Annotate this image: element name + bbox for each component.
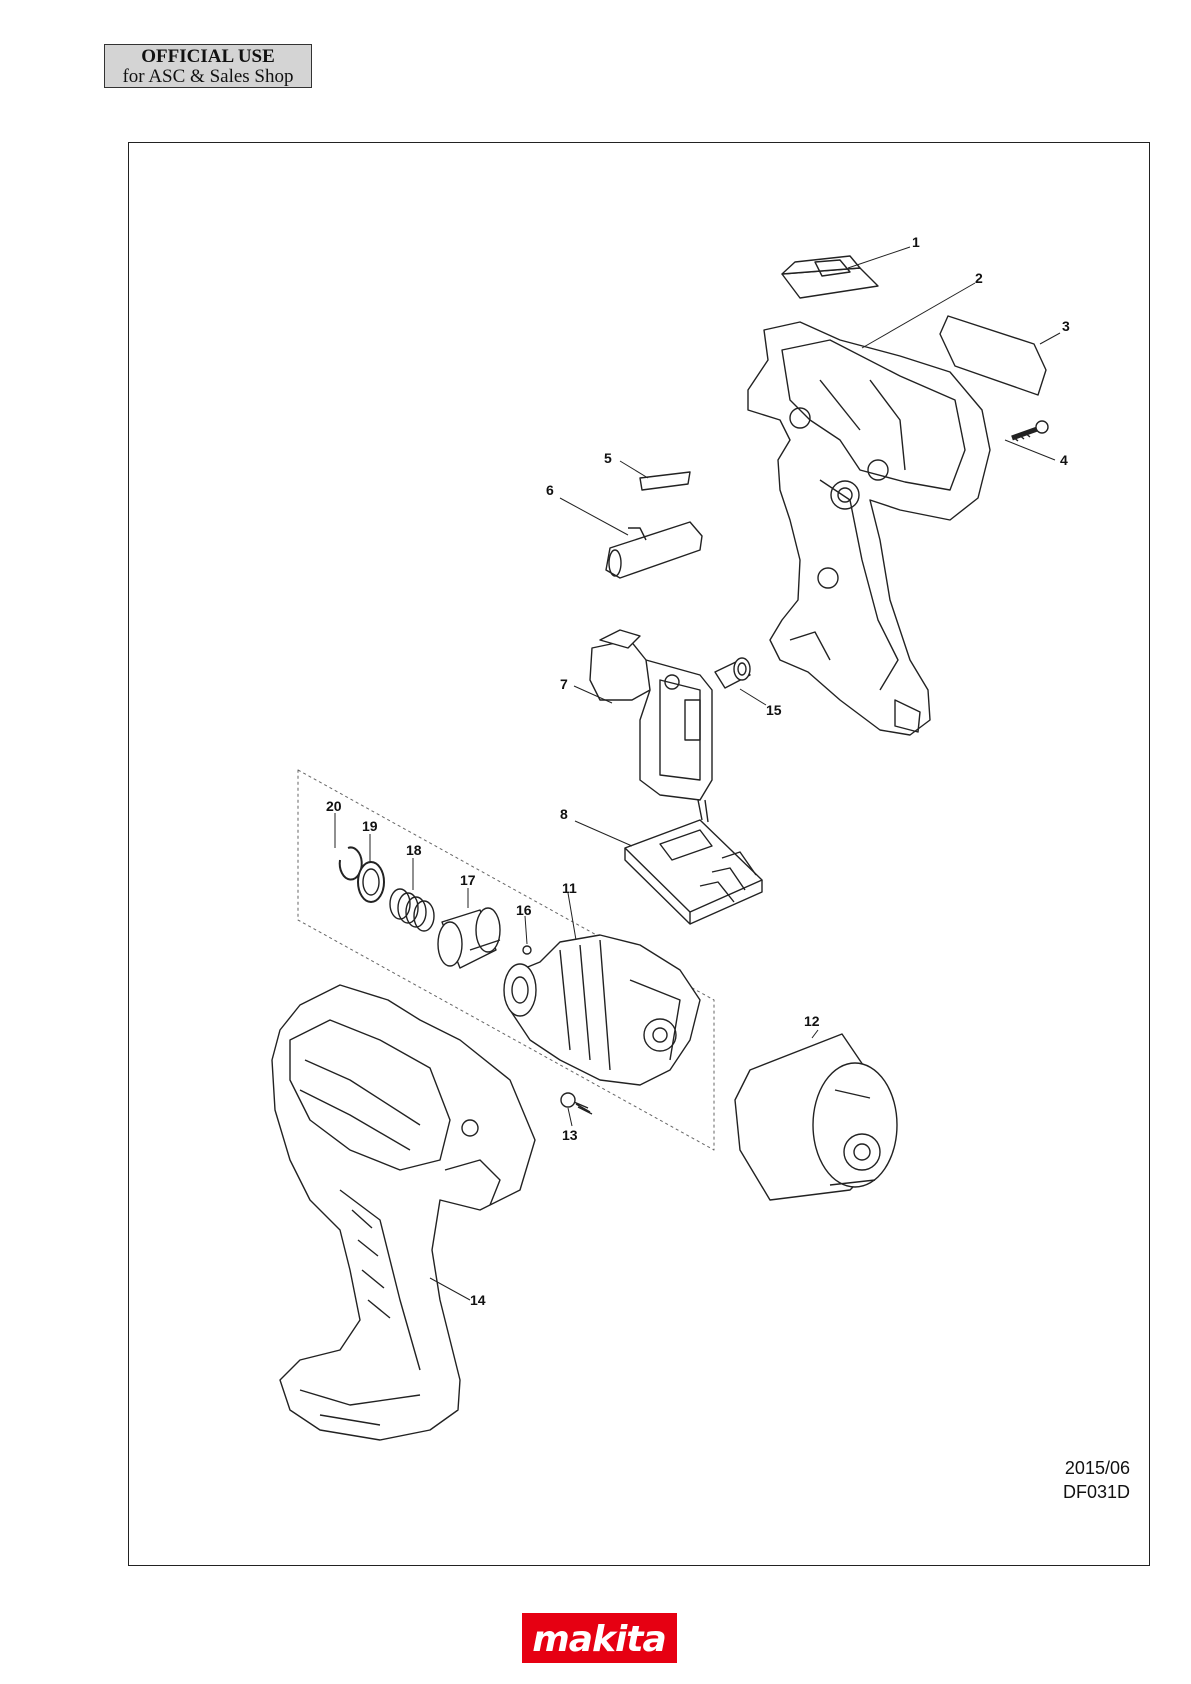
- part-18-spring: [390, 889, 434, 931]
- part-7-switch: [590, 630, 712, 822]
- part-16-ball: [523, 946, 531, 954]
- part-label-8: 8: [560, 806, 568, 822]
- diagram-meta: 2015/06 DF031D: [1010, 1458, 1130, 1508]
- part-label-12: 12: [804, 1013, 820, 1029]
- part-8-controller: [625, 820, 762, 924]
- diagram-date: 2015/06: [1065, 1458, 1130, 1479]
- part-13-screw: [561, 1093, 592, 1114]
- part-label-7: 7: [560, 676, 568, 692]
- svg-text:makita: makita: [532, 1619, 666, 1660]
- part-label-13: 13: [562, 1127, 578, 1143]
- part-19-washer: [358, 862, 384, 902]
- part-label-4: 4: [1060, 452, 1068, 468]
- part-label-2: 2: [975, 270, 983, 286]
- part-12-motor: [735, 1034, 897, 1200]
- part-label-11: 11: [562, 880, 577, 896]
- part-label-6: 6: [546, 482, 554, 498]
- part-label-5: 5: [604, 450, 612, 466]
- part-label-17: 17: [460, 872, 476, 888]
- makita-logo: makita: [522, 1613, 677, 1663]
- part-label-3: 3: [1062, 318, 1070, 334]
- part-label-18: 18: [406, 842, 422, 858]
- part-label-20: 20: [326, 798, 342, 814]
- part-label-16: 16: [516, 902, 532, 918]
- part-2-housing: [748, 322, 990, 735]
- part-5-spring: [640, 472, 690, 490]
- part-15-sleeve: [715, 658, 750, 688]
- part-14-housing-assembly: [272, 985, 535, 1440]
- part-4-screw: [1012, 421, 1048, 441]
- part-11-gear-assembly: [504, 935, 700, 1085]
- model-number: DF031D: [1063, 1482, 1130, 1503]
- part-label-1: 1: [912, 234, 920, 250]
- part-label-19: 19: [362, 818, 378, 834]
- part-label-15: 15: [766, 702, 782, 718]
- part-17-sleeve: [438, 908, 500, 968]
- part-label-14: 14: [470, 1292, 486, 1308]
